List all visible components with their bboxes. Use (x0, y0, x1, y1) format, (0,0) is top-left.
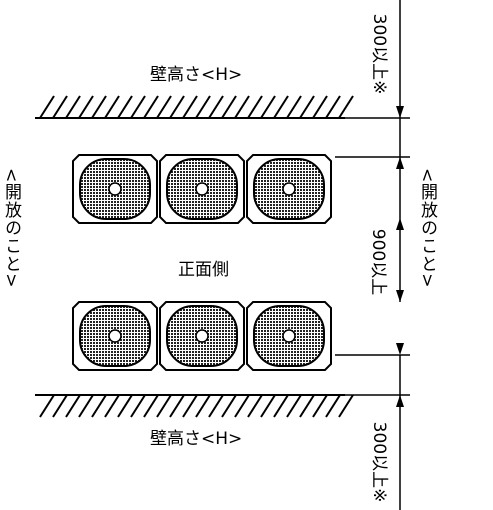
hatch-line (234, 95, 250, 119)
wall-height-label-top: 壁高さ<H> (150, 65, 243, 85)
hatch-line (273, 394, 289, 418)
hatch-line (234, 394, 250, 418)
open-left-label: <開放のこと> (1, 168, 21, 289)
hatch-line (273, 95, 289, 119)
hatch-line (260, 394, 276, 418)
hatch-line (156, 394, 172, 418)
hatch-line (143, 95, 159, 119)
top-unit-row (72, 154, 332, 224)
hatch-line (247, 394, 263, 418)
open-right-label: <開放のこと> (417, 168, 437, 289)
hatch-line (299, 95, 315, 119)
hatch-line (130, 95, 146, 119)
hatch-line (143, 394, 159, 418)
hatch-line (39, 394, 55, 418)
hatch-line (208, 394, 224, 418)
outdoor-unit (72, 154, 158, 224)
hatch-line (247, 95, 263, 119)
hatch-line (117, 95, 133, 119)
hatch-line (208, 95, 224, 119)
hatch-line (65, 394, 81, 418)
hatch-line (78, 394, 94, 418)
hatch-line (65, 95, 81, 119)
hatch-line (325, 95, 341, 119)
hatch-line (195, 95, 211, 119)
hatch-line (325, 394, 341, 418)
dimension-middle-900-label: 900以上 (368, 228, 388, 296)
dimension-top-300-label: 300以上※ (369, 13, 389, 95)
hatch-line (221, 95, 237, 119)
hatch-line (338, 394, 354, 418)
hatch-line (39, 95, 55, 119)
hatch-line (338, 95, 354, 119)
outdoor-unit (246, 301, 332, 371)
fan-hub-icon (282, 329, 296, 343)
hatch-line (221, 394, 237, 418)
hatch-line (130, 394, 146, 418)
hatch-line (91, 95, 107, 119)
fan-hub-icon (195, 329, 209, 343)
outdoor-unit (72, 301, 158, 371)
fan-hub-icon (108, 329, 122, 343)
hatch-line (169, 95, 185, 119)
hatch-line (312, 394, 328, 418)
hatch-line (52, 394, 68, 418)
outdoor-unit (159, 154, 245, 224)
fan-hub-icon (282, 182, 296, 196)
outdoor-unit (246, 154, 332, 224)
hatch-line (91, 394, 107, 418)
hatch-line (169, 394, 185, 418)
top-wall-hatch (39, 95, 354, 119)
hatch-line (182, 95, 198, 119)
hatch-line (156, 95, 172, 119)
hatch-line (52, 95, 68, 119)
hatch-line (195, 394, 211, 418)
outdoor-unit (159, 301, 245, 371)
hatch-line (182, 394, 198, 418)
fan-hub-icon (108, 182, 122, 196)
bottom-unit-row (72, 301, 332, 371)
hatch-line (104, 95, 120, 119)
hatch-line (117, 394, 133, 418)
dimension-arrows (396, 106, 404, 407)
fan-hub-icon (195, 182, 209, 196)
hatch-line (299, 394, 315, 418)
wall-height-label-bottom: 壁高さ<H> (150, 429, 243, 449)
hatch-line (286, 95, 302, 119)
hatch-line (260, 95, 276, 119)
hatch-line (312, 95, 328, 119)
bottom-wall-hatch (39, 394, 354, 418)
hatch-line (286, 394, 302, 418)
front-side-label: 正面側 (178, 260, 229, 280)
hatch-line (78, 95, 94, 119)
dimension-bottom-300-label: 300以上※ (369, 421, 389, 503)
hatch-line (104, 394, 120, 418)
